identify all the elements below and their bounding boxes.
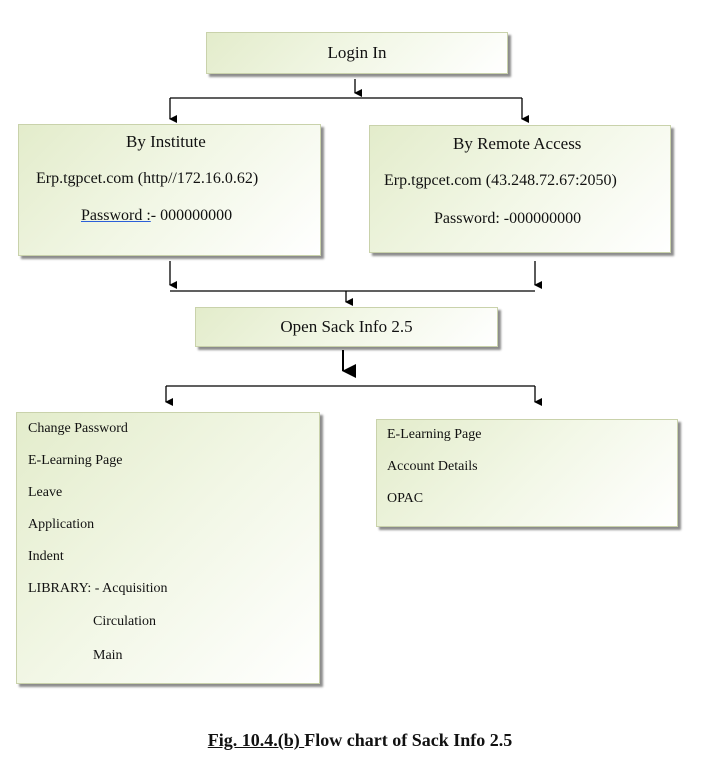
figure-title: Flow chart of Sack Info 2.5	[304, 730, 513, 750]
remote-url: Erp.tgpcet.com (43.248.72.67:2050)	[384, 172, 617, 189]
left-menu-box: Change Password E-Learning Page Leave Ap…	[16, 412, 320, 684]
institute-password-label: Password :	[81, 207, 151, 224]
sack-box: Open Sack Info 2.5	[195, 307, 498, 347]
institute-url: Erp.tgpcet.com (http//172.16.0.62)	[36, 170, 259, 187]
login-label: Login In	[327, 43, 387, 62]
left-menu-item: E-Learning Page	[28, 453, 123, 468]
institute-password-value: - 000000000	[150, 207, 233, 224]
institute-box: By Institute Erp.tgpcet.com (http//172.1…	[18, 124, 321, 256]
left-menu-item: Indent	[28, 549, 64, 564]
remote-password: Password: -000000000	[434, 210, 582, 227]
remote-title: By Remote Access	[453, 134, 582, 153]
institute-title: By Institute	[126, 132, 206, 151]
left-menu-item: Application	[28, 517, 95, 532]
right-menu-item: Account Details	[387, 459, 478, 474]
right-menu-box: E-Learning Page Account Details OPAC	[376, 419, 678, 527]
right-menu-item: OPAC	[387, 491, 424, 506]
left-menu-item: Leave	[28, 485, 63, 500]
library-sub-item: Circulation	[93, 614, 156, 629]
right-menu-item: E-Learning Page	[387, 427, 482, 442]
institute-password: Password :- 000000000	[81, 207, 232, 225]
login-box: Login In	[206, 32, 508, 74]
left-menu-item: Change Password	[28, 421, 128, 436]
left-menu-item: LIBRARY: - Acquisition	[28, 581, 168, 596]
sack-label: Open Sack Info 2.5	[280, 317, 413, 336]
figure-number: Fig. 10.4.(b)	[207, 730, 305, 750]
remote-box: By Remote Access Erp.tgpcet.com (43.248.…	[369, 125, 671, 253]
library-sub-item: Main	[93, 648, 123, 663]
figure-caption: Fig. 10.4.(b) Flow chart of Sack Info 2.…	[0, 730, 720, 751]
